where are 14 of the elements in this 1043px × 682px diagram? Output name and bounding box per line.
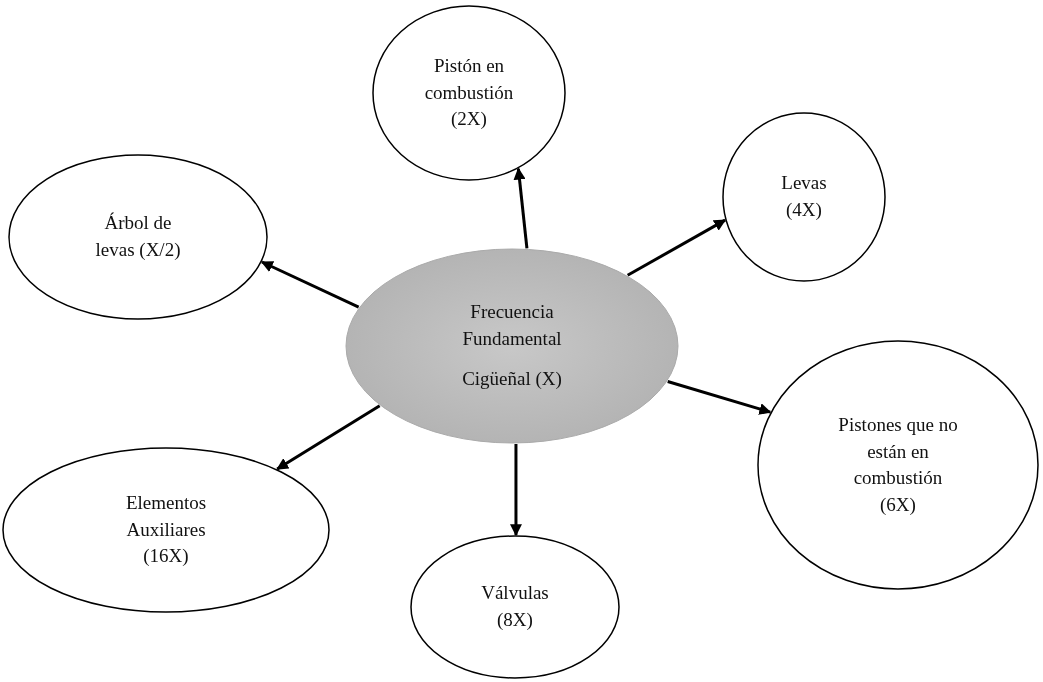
node-label: Válvulas (8X) <box>480 581 550 632</box>
node-label: Pistón en combustión (2X) <box>423 54 515 132</box>
node-label: Frecuencia Fundamental <box>461 300 563 351</box>
arrow <box>513 167 529 249</box>
node-label: Levas (4X) <box>780 171 828 222</box>
node-label: Cigüeñal (X) <box>461 367 563 392</box>
arrow <box>667 380 772 415</box>
arrow <box>626 218 727 277</box>
arrow <box>509 443 522 537</box>
node-label: Árbol de levas (X/2) <box>94 211 182 262</box>
node-label: Pistones que no están en combustión (6X) <box>837 412 959 517</box>
arrow <box>276 404 381 471</box>
arrow <box>260 260 360 309</box>
node-label: Elementos Auxiliares (16X) <box>124 491 208 569</box>
